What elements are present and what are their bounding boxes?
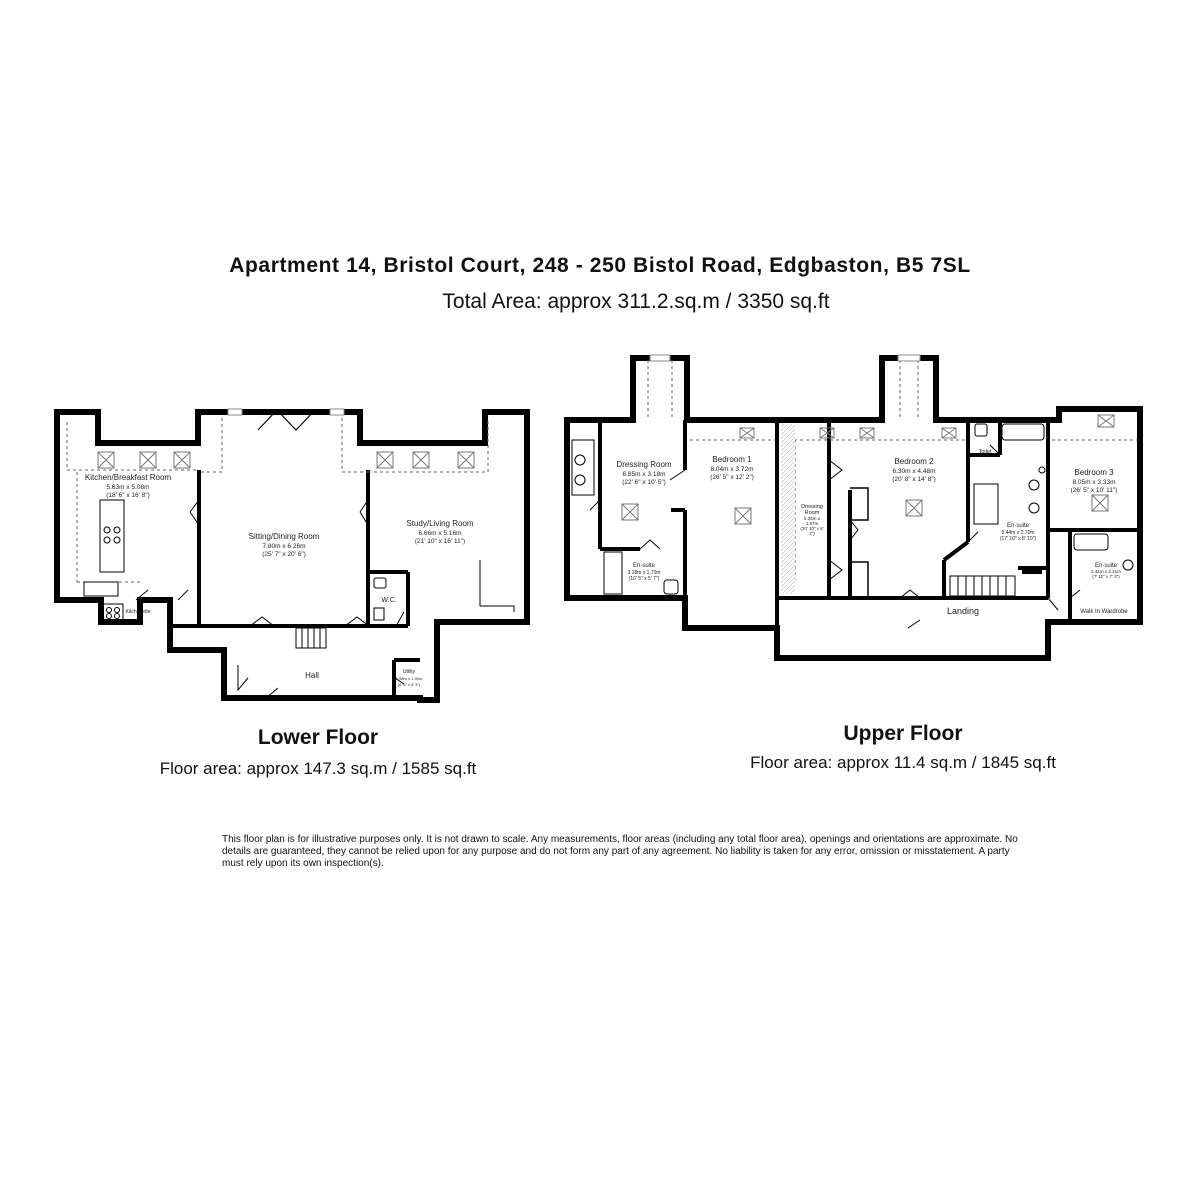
bedroom3-imperial: (26' 5" x 10' 11") [1071,487,1118,494]
lower-door-swings [135,499,405,699]
bedroom1-metric: 8.04m x 3.72m [711,466,754,473]
lower-floor-plan [54,408,530,703]
wc-fittings [373,577,387,621]
bedroom3-metric: 8.05m x 3.33m [1073,479,1116,486]
upper-floor-area: Floor area: approx 11.4 sq.m / 1845 sq.f… [750,753,1056,772]
upper-pillar [1022,566,1042,574]
bedroom3-name: Bedroom 3 [1074,468,1114,477]
bedroom1-name: Bedroom 1 [712,455,752,464]
wardrobe-hatch [781,424,795,594]
bedroom1-imperial: (26' 5" x 12' 2") [710,474,754,481]
utility-imperial: (6' 6" x 6' 3") [398,682,421,687]
sitting-imperial: (25' 7" x 20' 6") [262,551,306,558]
dressing2-wardrobes [850,487,869,596]
upper-floor-plan [564,354,1143,661]
bifold-doors [257,409,316,431]
study-desk [479,560,515,612]
wc-name: W.C. [381,597,396,604]
upper-skylights [621,414,1115,525]
lower-outer-walls [54,409,530,703]
lower-interior-walls [170,470,420,698]
ensuite2-imperial: (17' 10" x 8' 10") [1000,536,1037,542]
study-imperial: (21' 10" x 16' 11") [415,538,465,545]
study-name: Study/Living Room [406,519,473,528]
utility-metric: 1.98m x 1.90m [396,676,423,681]
kitchen-metric: 5.63m x 5.08m [107,484,150,491]
study-metric: 6.66m x 5.16m [419,530,462,537]
total-area: Total Area: approx 311.2.sq.m / 3350 sq.… [442,290,830,313]
landing-name: Landing [947,606,979,616]
upper-stairs [949,575,1016,597]
upper-room-labels: Dressing Room 6.85m x 3.18m (22' 6" x 10… [616,449,1128,616]
dressing2-metric2: 1.87m [806,521,819,526]
ensuite2-name: En-suite [1007,523,1030,529]
dressing2-name2: Room [805,510,820,516]
dressing2-imperial2: 2") [809,531,815,536]
sitting-name: Sitting/Dining Room [249,532,320,541]
utility-name: Utility [403,669,416,675]
bedroom2-name: Bedroom 2 [894,457,934,466]
dressing1-name: Dressing Room [616,460,671,469]
dressing1-metric: 6.85m x 3.18m [623,471,666,478]
dressing2-metric1: 6.36m x [804,516,821,521]
hall-name: Hall [305,671,319,680]
lower-stairs [295,627,327,649]
ensuite1-name: En-suite [633,563,656,569]
ensuite2-metric: 5.44m x 2.70m [1001,530,1034,536]
upper-interior-walls [598,420,1140,628]
dressing2-name1: Dressing [801,504,823,510]
lower-room-labels: Kitchen/Breakfast Room 5.63m x 5.08m (18… [85,473,474,687]
ensuite3-name: En-suite [1095,563,1118,569]
walkin-name: Walk In Wardrobe [1080,609,1128,615]
ensuite1-imperial: (10' 5" x 5' 7") [629,576,660,582]
dressing1-fittings [571,439,595,496]
bedroom2-metric: 6.30m x 4.48m [893,468,936,475]
ensuite3-metric: 2.41m x 2.21m [1091,569,1121,574]
disclaimer-text: This floor plan is for illustrative purp… [222,834,1018,869]
dressing2-imperial1: (20' 10" x 6' [800,526,823,531]
sitting-metric: 7.80m x 6.26m [263,543,306,550]
kitchenette-name: Kitchenette [125,609,150,615]
lower-skylights [97,451,475,469]
ensuite1-metric: 3.18m x 1.70m [627,570,660,576]
kitchen-imperial: (18' 6" x 16' 8") [106,492,150,499]
upper-windows [649,354,921,362]
upper-floor-name: Upper Floor [843,722,963,745]
kitchen-name: Kitchen/Breakfast Room [85,473,172,482]
ensuite3-imperial: (7' 11" x 7' 3") [1092,574,1120,579]
upper-door-swings [589,444,1081,629]
bedroom2-imperial: (20' 8" x 14' 8") [892,476,936,483]
ensuite-fittings [603,423,1134,595]
dressing1-imperial: (22' 6" x 10' 5") [622,479,666,486]
lower-windows [227,408,345,416]
property-address: Apartment 14, Bristol Court, 248 - 250 B… [229,254,971,277]
lower-floor-area: Floor area: approx 147.3 sq.m / 1585 sq.… [159,759,477,778]
lower-floor-name: Lower Floor [257,726,379,749]
upper-outer-walls [564,355,1143,661]
kitchen-fittings [83,499,125,621]
toilet-name: Toilet [979,449,992,455]
